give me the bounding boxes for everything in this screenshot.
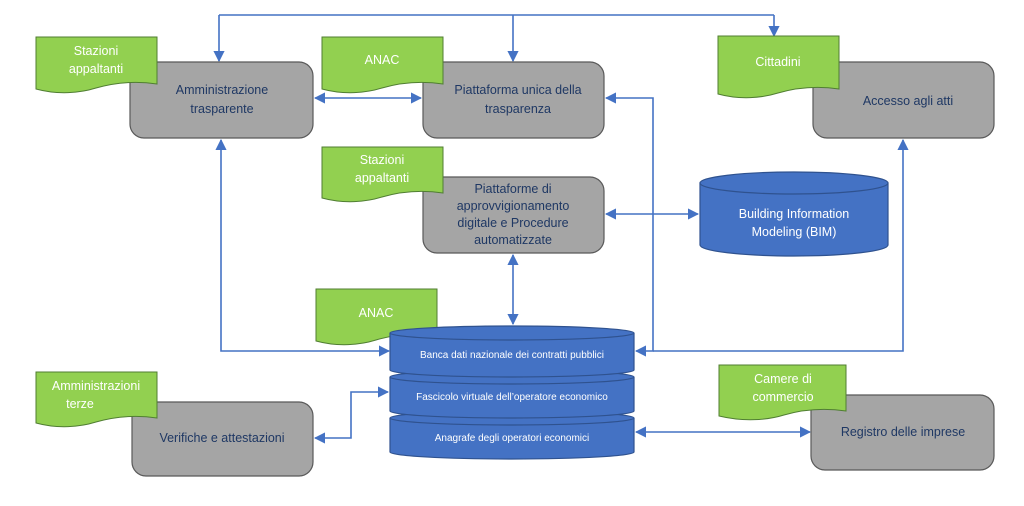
process-box-label: Verifiche e attestazioni [159, 431, 284, 445]
process-box-verifiche[interactable]: Verifiche e attestazioni [131, 401, 314, 477]
actor-doc-label: Camere di [754, 372, 812, 386]
database-stack: Anagrafe degli operatori economici Fasci… [389, 325, 635, 460]
actor-doc-label: Amministrazioni [52, 379, 140, 393]
process-box-registro-imprese[interactable]: Registro delle imprese [810, 394, 995, 471]
actor-doc-camere-commercio[interactable]: Camere di commercio [718, 364, 847, 421]
process-box-piattaforme-approvvigionamento[interactable]: Piattaforme di approvvigionamento digita… [422, 176, 605, 254]
database-banca-dati[interactable]: Banca dati nazionale dei contratti pubbl… [389, 325, 635, 378]
process-box-label: Piattaforme di [474, 182, 551, 196]
process-box-label: approvvigionamento [457, 199, 570, 213]
process-box-label: Accesso agli atti [863, 94, 953, 108]
process-box-label: Registro delle imprese [841, 425, 965, 439]
actor-doc-anac-1[interactable]: ANAC [321, 36, 444, 94]
database-label: Anagrafe degli operatori economici [435, 433, 590, 444]
database-label: Building Information [739, 207, 850, 221]
connector-fascicolo-verifiche [313, 386, 390, 444]
actor-doc-stazioni-appaltanti-2[interactable]: Stazioni appaltanti [321, 146, 444, 203]
actor-doc-label: appaltanti [69, 62, 123, 76]
process-box-label: digitale e Procedure [457, 216, 568, 230]
process-box-label: trasparenza [485, 102, 551, 116]
actor-doc-label: Cittadini [755, 55, 800, 69]
actor-doc-label: terze [66, 397, 94, 411]
database-label: Modeling (BIM) [752, 225, 837, 239]
actor-doc-stazioni-appaltanti-1[interactable]: Stazioni appaltanti [35, 36, 158, 94]
connector-banca-dati-amministrazione [215, 138, 391, 357]
actor-doc-cittadini[interactable]: Cittadini [717, 35, 840, 99]
actor-doc-label: Stazioni [74, 44, 118, 58]
process-box-piattaforma-unica[interactable]: Piattaforma unica della trasparenza [422, 61, 605, 139]
connector-banca-dati-accesso-atti [653, 138, 909, 352]
process-box-label: automatizzate [474, 233, 552, 247]
connectors [213, 14, 909, 444]
process-box-accesso-atti[interactable]: Accesso agli atti [812, 61, 995, 139]
actor-doc-label: appaltanti [355, 171, 409, 185]
database-bim[interactable]: Building Information Modeling (BIM) [699, 171, 889, 257]
actor-doc-label: ANAC [359, 306, 394, 320]
database-label: Banca dati nazionale dei contratti pubbl… [420, 350, 604, 361]
process-box-amministrazione[interactable]: Amministrazione trasparente [129, 61, 314, 139]
actor-doc-label: Stazioni [360, 153, 404, 167]
process-box-label: Piattaforma unica della [454, 83, 581, 97]
actor-doc-amministrazioni-terze[interactable]: Amministrazioni terze [35, 371, 158, 428]
process-box-label: Amministrazione [176, 83, 268, 97]
connector-banca-dati-piattaforma-unica [604, 92, 654, 357]
process-box-label: trasparente [190, 102, 253, 116]
actor-doc-label: commercio [752, 390, 813, 404]
actor-doc-label: ANAC [365, 53, 400, 67]
database-label: Fascicolo virtuale dell’operatore econom… [416, 392, 608, 403]
